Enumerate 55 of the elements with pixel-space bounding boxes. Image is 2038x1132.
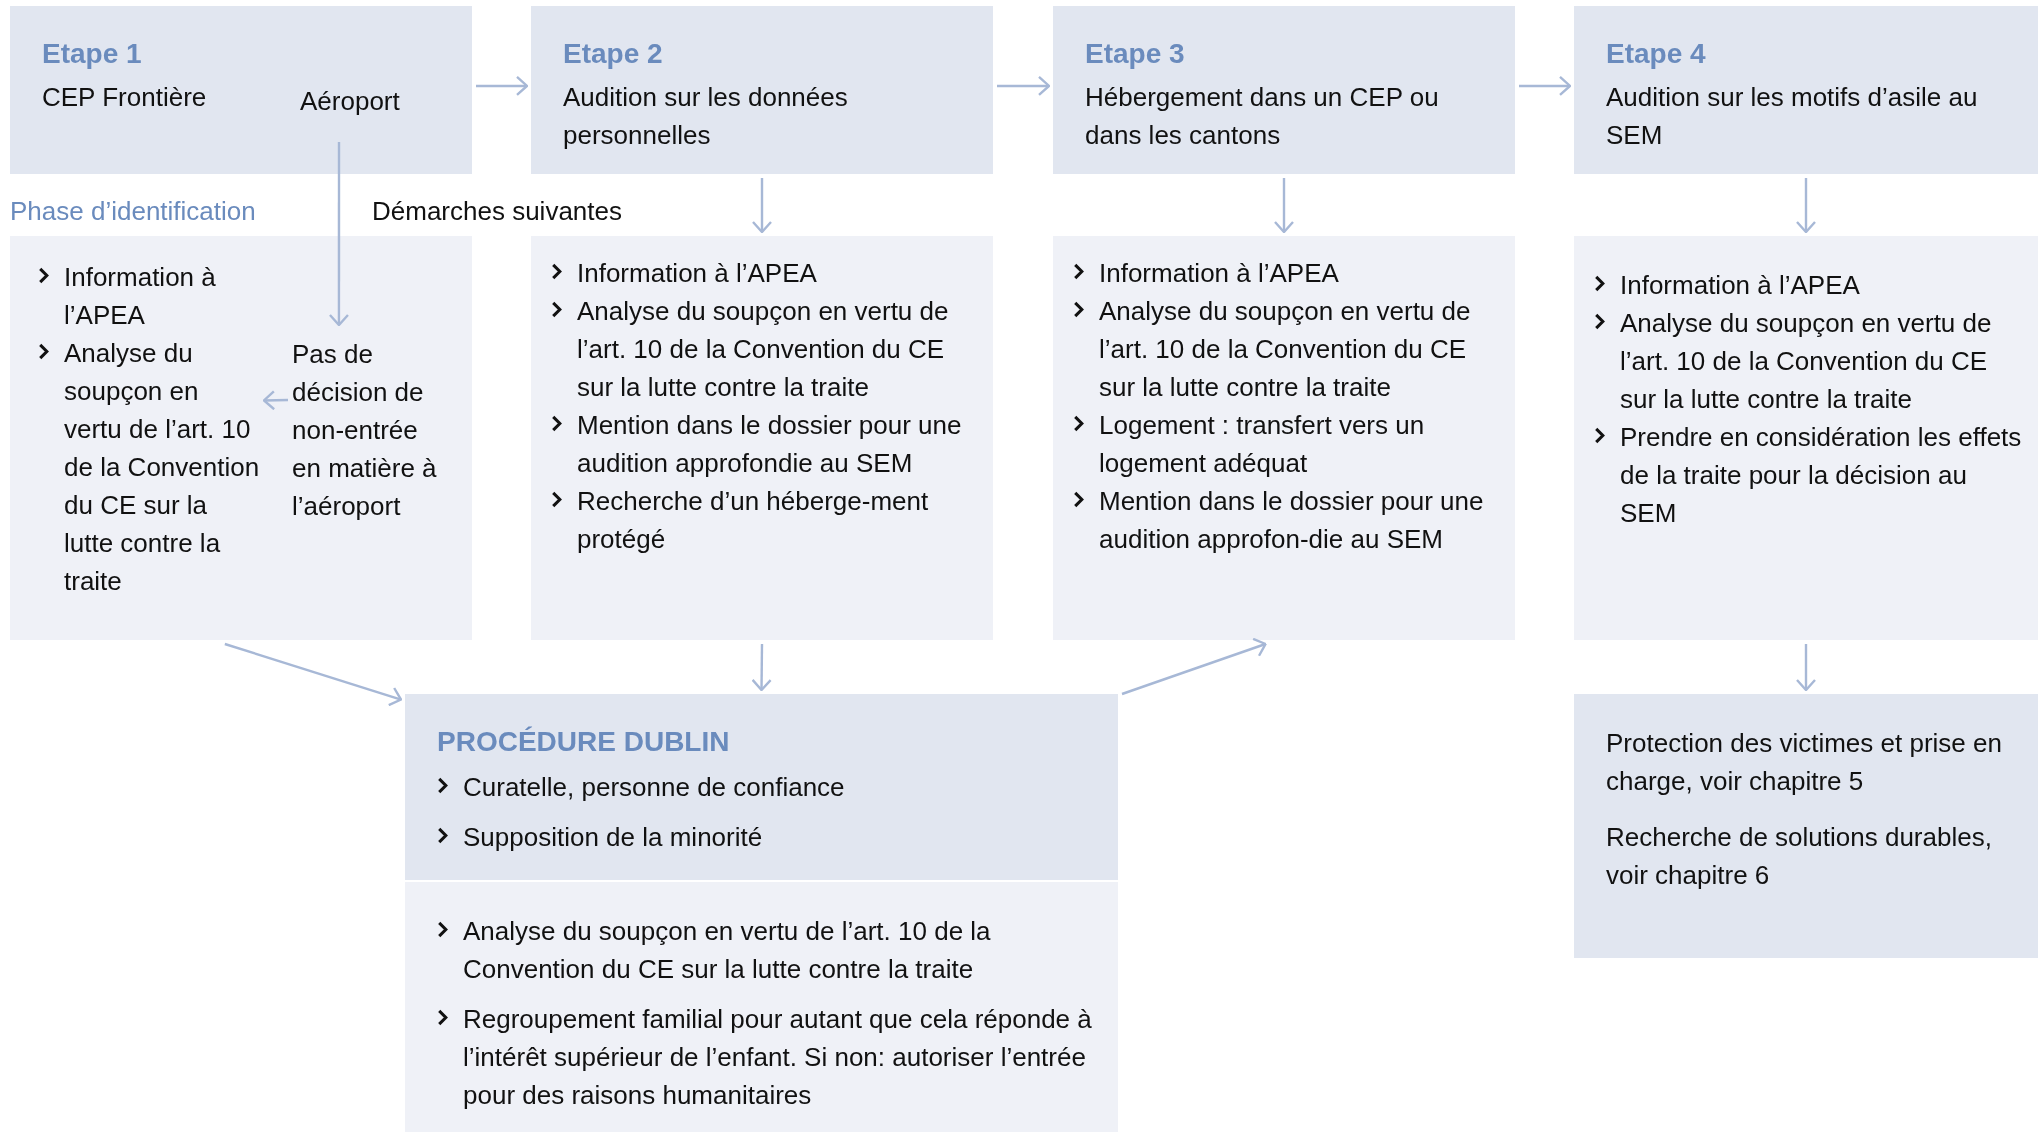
panel-box: [10, 236, 472, 640]
bullet-text: Analyse du soupçon en vertu de l’art. 10 de la Convention du CE sur la lutte contre la traite: [463, 915, 992, 986]
step-title: Etape 4: [1606, 37, 1707, 71]
step-box: [10, 6, 472, 174]
bullet-text: Regroupement familial pour autant que cela réponde à l’intérêt supérieur de l’enfant. Si non: autoriser l’entrée pour des raisons humanitaires: [463, 1003, 1093, 1112]
bullet-text: Analyse du soupçon en vertu de l’art. 10 de la Convention du CE sur la lutte contre la traite: [64, 337, 260, 598]
note-text: Recherche de solutions durables, voir chapitre 6: [1606, 821, 1993, 892]
bullet-text: Analyse du soupçon en vertu de l’art. 10 de la Convention du CE sur la lutte contre la traite: [1620, 307, 1993, 416]
text-label: Pas de décision de non-entrée en matière à l’aéroport: [292, 335, 442, 585]
list-panel: [1574, 236, 2038, 640]
arrow: [751, 178, 773, 234]
section-label: Phase d’identification: [10, 195, 256, 228]
list-panel: [1053, 236, 1515, 640]
list-panel: [405, 882, 1118, 1132]
bullet-text: Mention dans le dossier pour une audition approfondie au SEM: [577, 409, 963, 480]
arrow: [224, 642, 403, 707]
arrow: [997, 75, 1051, 97]
arrow: [476, 75, 529, 97]
section-title: PROCÉDURE DUBLIN: [437, 725, 731, 759]
list-panel: [531, 236, 993, 640]
step-title: Etape 1: [42, 37, 143, 71]
bullet-text: Recherche d’un héberge-ment protégé: [577, 485, 930, 556]
step-title: Etape 3: [1085, 37, 1186, 71]
bullet-text: Supposition de la minorité: [463, 821, 763, 854]
step-title: Etape 2: [563, 37, 664, 71]
step-box: [1053, 6, 1515, 174]
arrow: [328, 142, 350, 327]
text-label: Aéroport: [300, 82, 430, 126]
arrow: [1795, 178, 1817, 234]
step-description: Audition sur les motifs d’asile au SEM: [1606, 81, 1979, 152]
bullet-text: Curatelle, personne de confiance: [463, 771, 845, 804]
section-label: Démarches suivantes: [372, 195, 622, 228]
step-description: Audition sur les données personnelles: [563, 81, 849, 152]
arrow: [1273, 178, 1295, 234]
bullet-text: Logement : transfert vers un logement adéquat: [1099, 409, 1426, 480]
bullet-text: Analyse du soupçon en vertu de l’art. 10 de la Convention du CE sur la lutte contre la traite: [577, 295, 950, 404]
bullet-text: Information à l’APEA: [1620, 269, 1860, 302]
step-box: [531, 6, 993, 174]
bullet-text: Analyse du soupçon en vertu de l’art. 10 de la Convention du CE sur la lutte contre la traite: [1099, 295, 1472, 404]
info-box: [1574, 694, 2038, 958]
bullet-text: Prendre en considération les effets de la traite pour la décision au SEM: [1620, 421, 2023, 530]
note-text: Protection des victimes et prise en charge, voir chapitre 5: [1606, 727, 2003, 798]
bullet-text: Information à l’APEA: [1099, 257, 1339, 290]
step-box: [1574, 6, 2038, 174]
arrow: [1795, 644, 1817, 692]
arrow: [1519, 75, 1572, 97]
bullet-text: Information à l’APEA: [64, 261, 217, 332]
procedure-box: [405, 694, 1118, 880]
bullet-text: Information à l’APEA: [577, 257, 817, 290]
step-description: Hébergement dans un CEP ou dans les cantons: [1085, 81, 1440, 152]
step-description: CEP Frontière: [42, 81, 207, 114]
bullet-text: Mention dans le dossier pour une audition approfon-die au SEM: [1099, 485, 1485, 556]
arrow: [262, 390, 289, 411]
arrow: [1121, 637, 1267, 696]
arrow: [751, 644, 772, 692]
